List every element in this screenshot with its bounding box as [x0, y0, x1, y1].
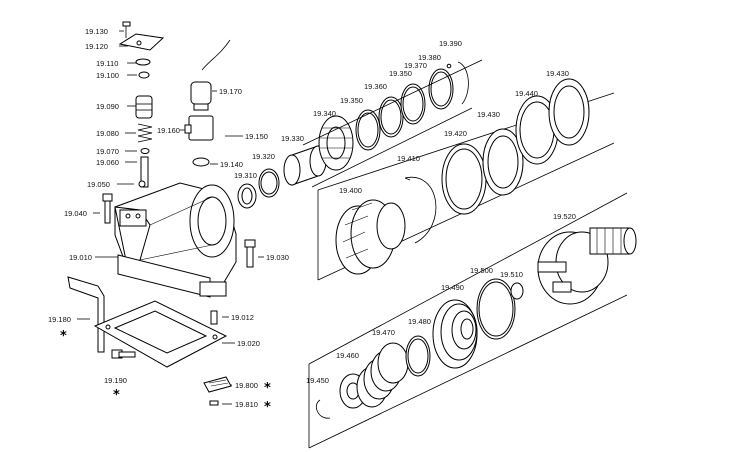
label-19430-b: 19.430	[546, 69, 569, 78]
label-19150: 19.150	[245, 132, 268, 141]
label-19460: 19.460	[336, 351, 359, 360]
label-19510: 19.510	[500, 270, 523, 279]
label-19080-a: 19.080	[96, 129, 119, 138]
label-19480: 19.480	[408, 317, 431, 326]
label-19012: 19.012	[231, 313, 254, 322]
label-19410: 19.410	[397, 154, 420, 163]
bracket-and-gasket	[67, 239, 256, 406]
friction-plate-19430b	[548, 78, 590, 146]
ring-gear-19400	[335, 199, 406, 275]
label-19020: 19.020	[237, 339, 260, 348]
spring-19470	[356, 342, 409, 408]
label-19520: 19.520	[553, 212, 576, 221]
hub-shaft-19520	[537, 227, 637, 305]
part-labels: 19.130 19.120 19.110 19.100 19.090 19.08…	[48, 27, 576, 415]
label-19050: 19.050	[87, 180, 110, 189]
label-19060: 19.060	[96, 158, 119, 167]
label-19140: 19.140	[220, 160, 243, 169]
label-19420: 19.420	[444, 129, 467, 138]
label-19030: 19.030	[266, 253, 289, 262]
transmission-housing	[114, 182, 237, 298]
label-19360: 19.360	[364, 82, 387, 91]
label-19130: 19.130	[85, 27, 108, 36]
label-19100: 19.100	[96, 71, 119, 80]
label-19350-b: 19.350	[389, 69, 412, 78]
asterisk-19190: *	[113, 388, 120, 403]
label-19070: 19.070	[96, 147, 119, 156]
label-19370: 19.370	[404, 61, 427, 70]
label-19090: 19.090	[96, 102, 119, 111]
friction-plate-19440	[515, 95, 559, 165]
piston-assembly	[308, 192, 628, 449]
label-19810: 19.810	[235, 400, 258, 409]
label-19470: 19.470	[372, 328, 395, 337]
needle-bearing	[318, 115, 354, 171]
label-19310: 19.310	[234, 171, 257, 180]
label-19500: 19.500	[470, 266, 493, 275]
label-19160: 19.160	[157, 126, 180, 135]
label-19330: 19.330	[281, 134, 304, 143]
label-19320: 19.320	[252, 152, 275, 161]
solenoid-valve	[184, 39, 231, 167]
label-19800: 19.800	[235, 381, 258, 390]
label-19390: 19.390	[439, 39, 462, 48]
friction-plate-19430a	[482, 128, 524, 196]
label-19350-a: 19.350	[340, 96, 363, 105]
asterisk-19800: *	[264, 381, 271, 396]
label-19380: 19.380	[418, 53, 441, 62]
valve-cover-stack	[102, 21, 165, 224]
piston-19490	[432, 299, 478, 369]
label-19400: 19.400	[339, 186, 362, 195]
label-19110: 19.110	[96, 59, 118, 68]
label-19450: 19.450	[306, 376, 329, 385]
label-19440: 19.440	[515, 89, 538, 98]
label-19120: 19.120	[85, 42, 108, 51]
label-19190: 19.190	[104, 376, 127, 385]
asterisk-19180: *	[60, 329, 67, 344]
label-19430-a: 19.430	[477, 110, 500, 119]
ring-gear-assembly	[317, 78, 615, 281]
asterisk-19810: *	[264, 400, 271, 415]
label-19180: 19.180	[48, 315, 71, 324]
label-19340: 19.340	[313, 109, 336, 118]
label-19170: 19.170	[219, 87, 242, 96]
label-19040: 19.040	[64, 209, 87, 218]
clutch-pack-top	[237, 59, 483, 209]
label-19010: 19.010	[69, 253, 92, 262]
label-19490: 19.490	[441, 283, 464, 292]
